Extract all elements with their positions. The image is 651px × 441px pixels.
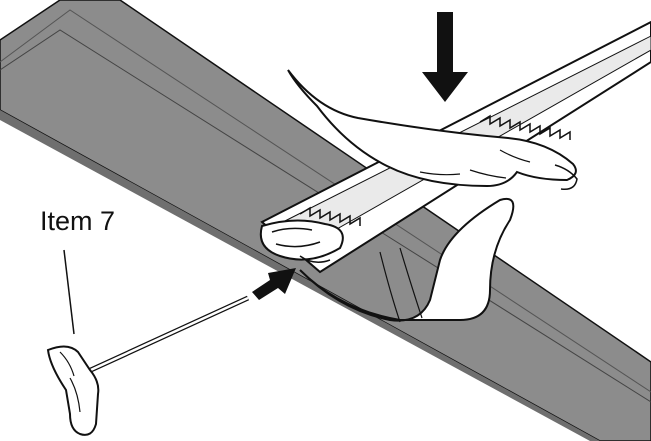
callout-leader (63, 249, 75, 335)
down-arrow-icon (422, 12, 468, 102)
diagonal-arrow-icon (252, 268, 296, 300)
foot-clamp (299, 198, 515, 323)
t-handle-tool (46, 295, 250, 436)
item-7-label: Item 7 (40, 206, 116, 236)
hand (287, 69, 578, 191)
